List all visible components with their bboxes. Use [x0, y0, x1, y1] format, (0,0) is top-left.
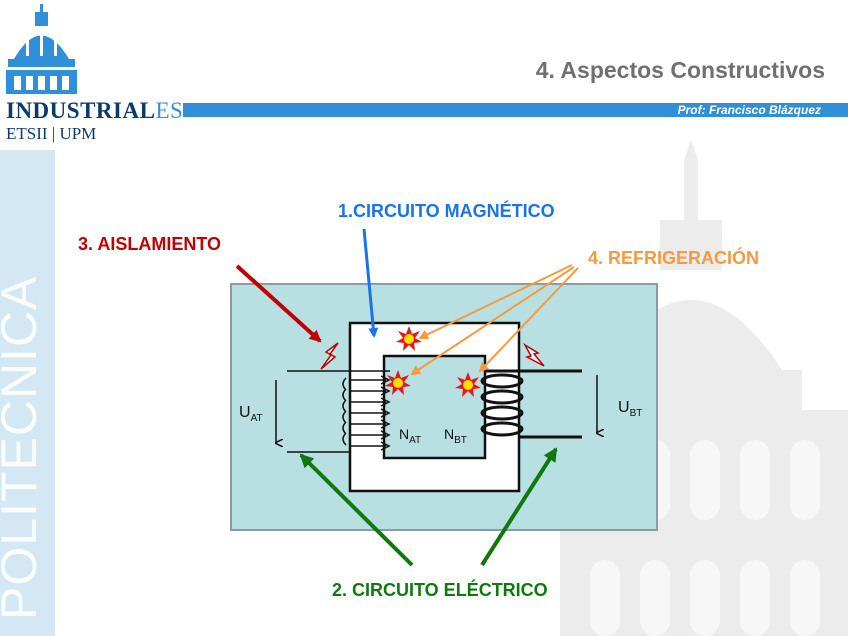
cooling-arrow-2: [410, 266, 575, 376]
magnetic-arrow: [362, 228, 379, 338]
u-bt-sub: BT: [629, 408, 643, 420]
author-label: Prof: Francisco Blázquez: [677, 103, 821, 117]
n-bt-main: N: [444, 426, 455, 442]
secondary-coil: [480, 373, 524, 437]
label-n-at: NAT: [399, 426, 421, 446]
insulation-spark-right-icon: [522, 342, 545, 367]
n-bt-sub: BT: [454, 434, 467, 446]
brand-suffix: ES: [155, 98, 184, 123]
insulation-spark-left-icon: [320, 342, 339, 370]
label-electric-circuit: 2. CIRCUITO ELÉCTRICO: [332, 580, 548, 600]
n-at-main: N: [399, 426, 410, 442]
label-u-bt: UBT: [618, 399, 642, 419]
label-n-bt: NBT: [444, 426, 467, 446]
label-cooling: 4. REFRIGERACIÓN: [588, 248, 760, 268]
primary-coil: [342, 375, 391, 451]
u-at-sub: AT: [250, 413, 263, 425]
insulation-arrow: [235, 264, 322, 343]
brand-subtitle: ETSII | UPM: [6, 124, 97, 143]
u-bt-main: U: [618, 399, 630, 416]
electric-arrow-right: [480, 447, 558, 567]
cooling-arrow-3: [478, 267, 579, 373]
brand-name: INDUSTRIALES: [6, 98, 183, 124]
hotspot-primary-icon: [385, 370, 411, 395]
hotspot-core-icon: [396, 326, 422, 351]
hotspot-secondary-icon: [455, 372, 481, 397]
page-title: 4. Aspectos Constructivos: [535, 57, 825, 83]
brand-main: INDUSTRIAL: [6, 98, 156, 123]
cooling-arrow-1: [418, 264, 573, 340]
logo-dome-icon: [6, 4, 77, 94]
label-insulation: 3. AISLAMIENTO: [78, 234, 222, 254]
label-magnetic-circuit: 1.CIRCUITO MAGNÉTICO: [338, 201, 555, 221]
side-panel: [0, 150, 55, 636]
header-bar: [183, 103, 848, 117]
u-at-main: U: [239, 404, 251, 421]
n-at-sub: AT: [409, 434, 422, 446]
label-u-at: UAT: [239, 404, 263, 424]
electric-arrow-left: [299, 453, 414, 567]
